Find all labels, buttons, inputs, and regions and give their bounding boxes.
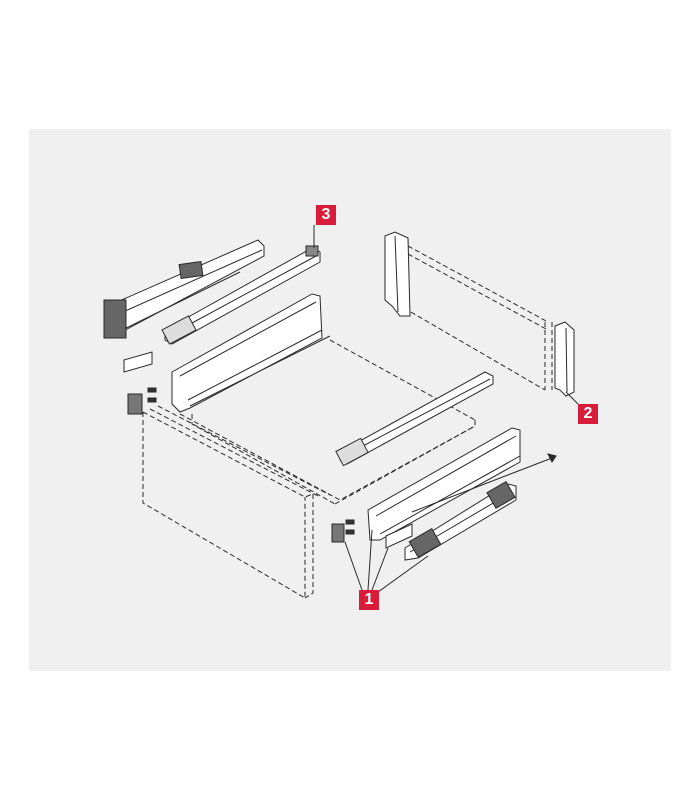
right-front-fixing-bracket bbox=[331, 519, 355, 543]
rear-panel-bracket-left bbox=[384, 231, 411, 317]
rear-panel-bracket-right bbox=[554, 321, 575, 397]
left-cover-cap bbox=[123, 351, 153, 373]
leader-lines-1 bbox=[344, 529, 429, 593]
callout-label-2: 2 bbox=[583, 405, 593, 422]
callout-marker-3 bbox=[316, 205, 336, 225]
left-runner bbox=[103, 239, 265, 339]
callout-marker-2 bbox=[578, 404, 598, 424]
leader-line-2 bbox=[565, 391, 579, 405]
left-drawer-side bbox=[171, 293, 331, 413]
left-gallery-rail bbox=[161, 245, 321, 345]
left-front-fixing-bracket bbox=[127, 387, 157, 415]
callout-marker-1 bbox=[359, 590, 379, 610]
callout-label-1: 1 bbox=[364, 591, 374, 608]
front-panel-outline bbox=[142, 405, 331, 599]
right-gallery-rail bbox=[335, 371, 494, 467]
right-runner bbox=[404, 481, 517, 561]
callout-label-3: 3 bbox=[321, 206, 331, 223]
right-drawer-side bbox=[367, 427, 521, 541]
rear-panel-outline bbox=[403, 245, 553, 391]
right-cover-cap bbox=[385, 523, 413, 549]
synchronisation-rod bbox=[411, 453, 557, 513]
